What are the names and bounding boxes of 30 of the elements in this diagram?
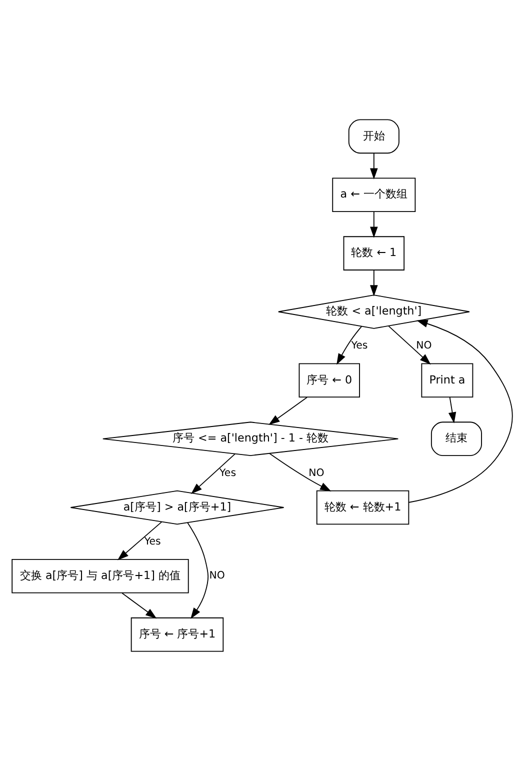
arrow: [370, 211, 378, 238]
edge-label: NO: [416, 340, 432, 352]
node-box: a ← 一个数组: [332, 178, 416, 212]
arrow: [117, 521, 162, 560]
node-box: 开始: [348, 119, 400, 154]
node-diamond: 序号 <= a['length'] - 1 - 轮数: [102, 422, 399, 456]
edge-label: NO: [209, 570, 225, 582]
arrow: [336, 326, 362, 365]
edge-label: Yes: [220, 468, 236, 479]
edge-label: Yes: [144, 536, 161, 548]
arrow: [448, 396, 456, 424]
arrow: [190, 453, 236, 494]
node-box: 轮数 ← 1: [343, 236, 405, 270]
edge-label: NO: [308, 468, 324, 479]
node-diamond: a[序号] > a[序号+1]: [70, 490, 284, 525]
arrow: [370, 152, 378, 180]
node-box: 序号 ← 序号+1: [130, 617, 224, 652]
node-box: 序号 ← 0: [298, 363, 360, 398]
arrow: [122, 592, 157, 619]
edge-label: Yes: [351, 340, 368, 352]
arrow: [269, 453, 332, 492]
arrow: [388, 326, 431, 365]
arrow: [187, 522, 209, 619]
arrow: [408, 320, 513, 503]
node-box: 轮数 ← 轮数+1: [316, 490, 410, 525]
node-box: Print a: [421, 363, 474, 398]
arrow: [268, 396, 308, 425]
node-box: 结束: [430, 422, 482, 456]
node-box: 交换 a[序号] 与 a[序号+1] 的值: [12, 558, 189, 594]
arrow: [370, 270, 378, 296]
